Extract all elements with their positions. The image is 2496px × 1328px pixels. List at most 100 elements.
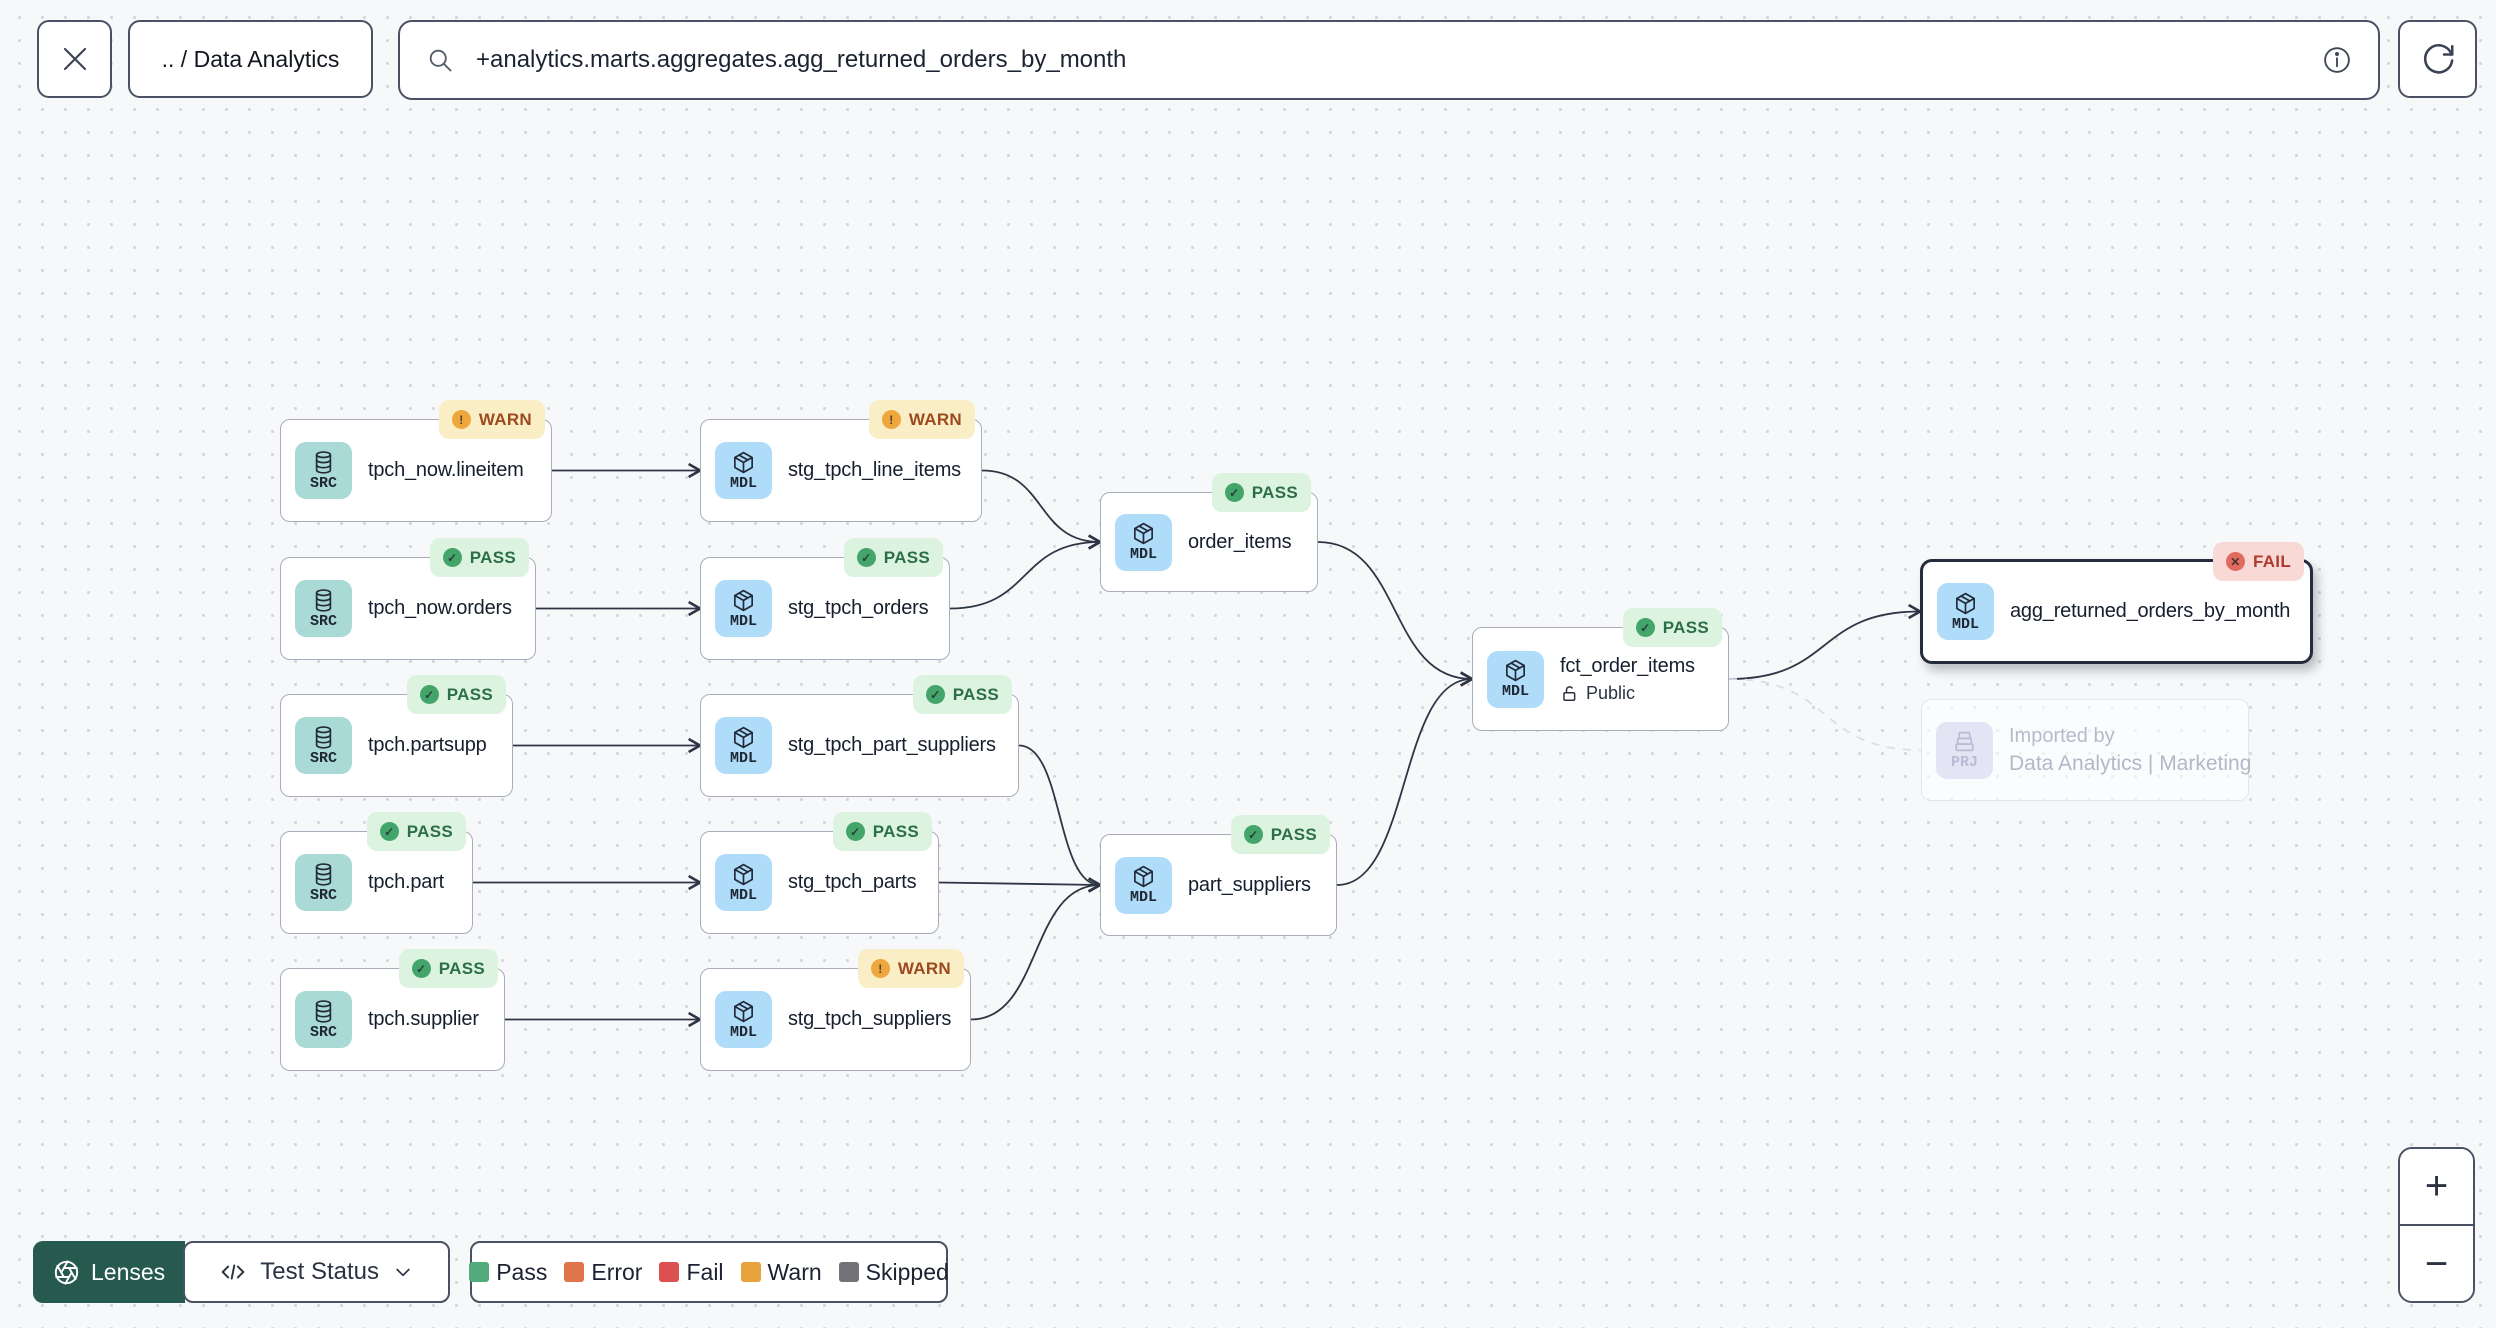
lineage-edge xyxy=(949,542,1100,610)
database-icon xyxy=(315,588,332,612)
node-kind-label: SRC xyxy=(309,749,337,767)
breadcrumb[interactable]: .. / Data Analytics xyxy=(128,20,373,98)
lenses-label: Lenses xyxy=(91,1258,166,1285)
node-kind-label: SRC xyxy=(309,612,337,630)
node-kind-label: PRJ xyxy=(1950,754,1978,771)
lineage-edge xyxy=(970,885,1100,1021)
search-input[interactable] xyxy=(474,45,2302,75)
node-kind-box: MDL xyxy=(1115,513,1172,571)
refresh-button[interactable] xyxy=(2398,20,2477,98)
node-kind-box: SRC xyxy=(295,580,352,637)
legend-item-pass: Pass xyxy=(469,1259,547,1286)
project-icon xyxy=(1955,731,1974,752)
node-kind-label: MDL xyxy=(1129,889,1157,906)
lenses-button[interactable]: Lenses xyxy=(33,1241,186,1303)
legend-swatch xyxy=(469,1262,490,1282)
lineage-node-order_items[interactable]: MDL order_items ✓PASS xyxy=(1100,473,1318,592)
legend-swatch xyxy=(838,1262,859,1282)
legend-swatch xyxy=(564,1262,585,1282)
node-label: stg_tpch_suppliers xyxy=(788,1008,952,1030)
node-kind-box: SRC xyxy=(295,854,352,911)
cube-icon xyxy=(734,451,753,473)
database-icon xyxy=(315,999,332,1023)
cube-icon xyxy=(1956,592,1975,614)
lineage-edge xyxy=(981,469,1100,543)
code-icon xyxy=(222,1264,245,1280)
node-label: Data Analytics | Marketing xyxy=(2009,751,2252,775)
database-icon xyxy=(315,725,332,749)
node-kind-label: MDL xyxy=(1951,615,1979,633)
lens-selector[interactable]: Test Status xyxy=(183,1241,451,1303)
node-label: tpch.partsupp xyxy=(368,734,487,756)
status-dot-icon: ! xyxy=(870,959,890,978)
lineage-edge xyxy=(1018,744,1100,886)
node-kind-label: MDL xyxy=(729,886,757,904)
node-label: stg_tpch_orders xyxy=(788,597,929,619)
node-kind-label: MDL xyxy=(729,474,757,492)
close-button[interactable] xyxy=(37,20,112,98)
node-label: tpch.supplier xyxy=(368,1008,479,1030)
legend-label: Error xyxy=(591,1258,643,1285)
status-dot-icon: ✓ xyxy=(1243,825,1263,844)
node-kind-label: MDL xyxy=(1501,683,1529,700)
status-dot-icon: ✓ xyxy=(442,548,462,567)
zoom-in-button[interactable]: + xyxy=(2400,1149,2473,1224)
lens-selected-label: Test Status xyxy=(260,1258,380,1285)
status-badge-fail: ✕FAIL xyxy=(2212,542,2304,581)
zoom-divider xyxy=(2400,1223,2473,1227)
legend-item-fail: Fail xyxy=(659,1259,724,1286)
node-label: order_items xyxy=(1188,530,1292,553)
zoom-out-button[interactable]: − xyxy=(2400,1226,2473,1301)
node-label: stg_tpch_line_items xyxy=(788,459,961,481)
info-icon[interactable] xyxy=(2322,45,2352,75)
node-kind-box: SRC xyxy=(295,442,352,499)
node-label: stg_tpch_parts xyxy=(788,871,917,893)
status-badge-pass: ✓PASS xyxy=(406,675,506,714)
node-label: tpch_now.lineitem xyxy=(368,459,524,481)
chevron-down-icon xyxy=(396,1268,410,1277)
status-dot-icon: ✓ xyxy=(379,822,399,841)
legend-item-skipped: Skipped xyxy=(838,1259,949,1286)
lineage-node-agg_returned_orders_by_month[interactable]: MDL agg_returned_orders_by_month ✕FAIL xyxy=(1920,542,2313,664)
zoom-controls: + − xyxy=(2398,1147,2475,1303)
status-badge-pass: ✓PASS xyxy=(843,538,943,577)
node-kind-box: SRC xyxy=(295,991,352,1048)
node-kind-box: MDL xyxy=(715,991,772,1048)
node-kind-label: MDL xyxy=(729,749,757,767)
node-kind-box: PRJ xyxy=(1936,721,1993,779)
node-kind-label: SRC xyxy=(309,886,337,904)
lineage-edge xyxy=(938,883,1100,886)
database-icon xyxy=(315,862,332,886)
status-badge-pass: ✓PASS xyxy=(912,675,1012,714)
status-dot-icon: ✓ xyxy=(411,959,431,978)
node-kind-label: SRC xyxy=(309,1023,337,1041)
node-label: agg_returned_orders_by_month xyxy=(2010,600,2291,622)
node-kind-label: SRC xyxy=(309,474,337,492)
status-badge-pass: ✓PASS xyxy=(1230,815,1330,854)
lineage-edge-dashed xyxy=(1728,678,1922,751)
lens-controls: Lenses Test Status xyxy=(33,1241,451,1303)
lineage-node-tpch_partsupp[interactable]: SRC tpch.partsupp ✓PASS xyxy=(280,675,513,797)
status-dot-icon: ✓ xyxy=(1224,483,1244,502)
cube-icon xyxy=(1134,865,1153,888)
node-kind-box: SRC xyxy=(295,717,352,774)
status-badge-pass: ✓PASS xyxy=(366,812,466,851)
cube-icon xyxy=(1134,522,1153,545)
lineage-edge xyxy=(1728,612,1920,680)
search-icon xyxy=(429,49,452,72)
status-badge-pass: ✓PASS xyxy=(1211,473,1311,512)
